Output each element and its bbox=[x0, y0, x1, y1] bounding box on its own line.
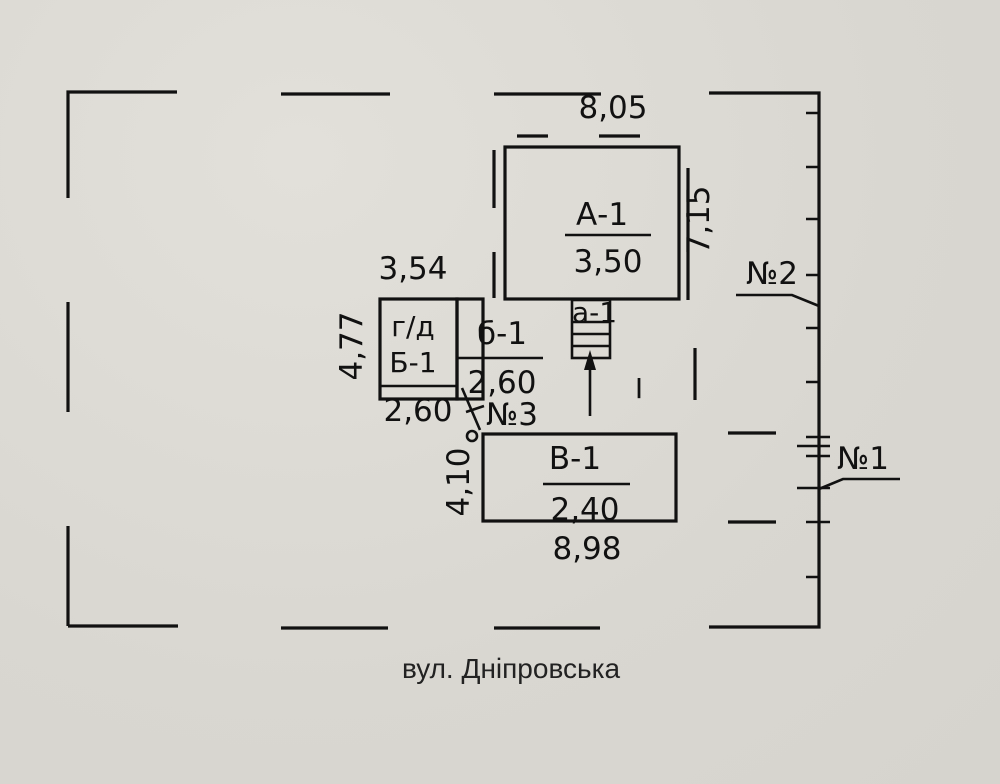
building-b-code: Б-1 bbox=[389, 346, 436, 379]
yard-marker: I bbox=[635, 372, 643, 405]
street-label: вул. Дніпровська bbox=[402, 653, 621, 684]
gate-2-leader bbox=[736, 293, 820, 308]
building-a: А-1 3,50 8,05 7,15 bbox=[503, 90, 717, 301]
plot-boundary bbox=[66, 90, 830, 630]
setback-lines bbox=[492, 134, 776, 524]
building-b: г/д Б-1 3,54 4,77 2,60 bbox=[334, 251, 459, 429]
boundary-right-side bbox=[709, 91, 821, 629]
extension-b-height: 2,60 bbox=[467, 365, 536, 401]
fence-3: №3 bbox=[460, 387, 538, 443]
fence-3-post-icon bbox=[465, 429, 479, 443]
gate-1-label: №1 bbox=[837, 441, 889, 477]
gate-2-label: №2 bbox=[746, 256, 798, 292]
entrance-arrow-icon bbox=[584, 350, 596, 370]
extension-b-outline bbox=[455, 297, 485, 401]
extension-b-code: б-1 bbox=[477, 316, 527, 352]
porch-a-code: а-1 bbox=[572, 296, 617, 329]
gate-1-leader bbox=[818, 477, 900, 491]
building-a-width-dim: 8,05 bbox=[578, 90, 647, 126]
boundary-ticks bbox=[797, 111, 830, 579]
porch-a: а-1 bbox=[570, 296, 617, 416]
building-v-height: 2,40 bbox=[550, 492, 619, 528]
building-a-code: А-1 bbox=[576, 197, 628, 233]
boundary-top-left-corner bbox=[66, 90, 177, 198]
building-v-outline bbox=[481, 432, 678, 523]
building-v-code: В-1 bbox=[549, 441, 601, 477]
building-v-depth-dim: 4,10 bbox=[441, 447, 477, 516]
extension-b: б-1 2,60 bbox=[455, 297, 543, 401]
fence-3-label: №3 bbox=[486, 397, 538, 433]
building-a-depth-dim: 7,15 bbox=[681, 185, 717, 254]
porch-a-steps bbox=[572, 320, 610, 348]
building-v: В-1 2,40 8,98 4,10 bbox=[441, 432, 678, 567]
gate-2: №2 bbox=[736, 256, 820, 308]
fence-3-leader bbox=[460, 387, 485, 431]
building-b-width-dim: 3,54 bbox=[378, 251, 447, 287]
building-v-width-dim: 8,98 bbox=[552, 531, 621, 567]
building-a-height: 3,50 bbox=[573, 244, 642, 280]
building-b-height-note: г/д bbox=[391, 310, 435, 343]
building-b-depth-dim: 4,77 bbox=[334, 311, 370, 380]
gate-1: №1 bbox=[818, 441, 900, 491]
building-b-bottom-dim: 2,60 bbox=[383, 393, 452, 429]
